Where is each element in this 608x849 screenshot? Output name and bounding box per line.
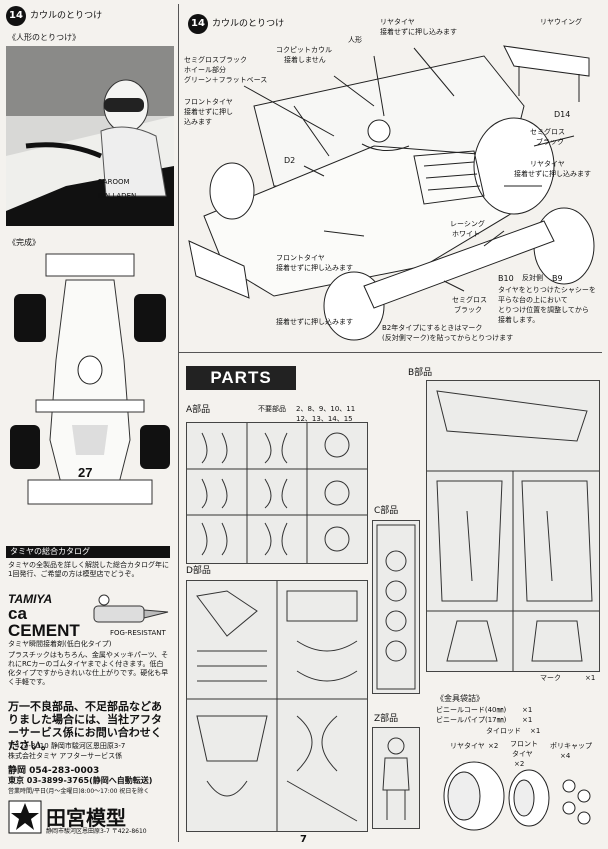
bag-item-2-qty: ×1 <box>530 727 541 735</box>
diagram-label-27: とりつけ位置を調整してから <box>498 306 589 314</box>
diagram-label-31: 接着せずに押し込みます <box>276 318 353 326</box>
step-number-circle: 14 <box>6 6 26 26</box>
d-parts-tree <box>186 580 368 832</box>
column-divider <box>178 4 179 842</box>
rear-tire-qty: ×2 <box>488 742 499 750</box>
diagram-label-30: ブラック <box>454 306 482 314</box>
unused-label: 不要部品 <box>258 405 286 413</box>
fog-resistant: FOG-RESISTANT <box>110 629 166 637</box>
section-divider <box>178 352 602 353</box>
diagram-label-12: D14 <box>554 110 571 119</box>
page-number: 7 <box>300 834 307 845</box>
cement-text: プラスチックはもちろん、金属やメッキパーツ、それにRCカーのゴムタイヤまでよく付… <box>8 651 169 686</box>
diagram-label-29: セミグロス <box>452 296 487 304</box>
catalog-heading: タミヤの総合カタログ <box>6 546 170 558</box>
phone-tokyo: 東京 03-3899-3765(静岡へ自動転送) <box>8 776 153 785</box>
diagram-label-11: リヤウイング <box>540 18 582 26</box>
diagram-label-1: ホイール部分 <box>184 66 226 74</box>
diagram-label-33: (反対側マーク)を貼ってからとりつけます <box>382 334 514 342</box>
service-hours: 営業時間/平日(月〜金曜日)8:00〜17:00 祝日を除く <box>8 788 150 795</box>
diagram-label-24: B9 <box>552 274 563 283</box>
parts-title: PARTS <box>186 366 296 390</box>
tamiya-logo-text: 田宮模型 <box>46 806 126 830</box>
diagram-label-19: ホワイト <box>452 230 480 238</box>
diagram-label-15: リヤタイヤ <box>530 160 565 168</box>
diagram-label-14: ブラック <box>536 138 564 146</box>
a-parts-label: A部品 <box>186 405 211 415</box>
diagram-label-10: 接着せずに押し込みます <box>380 28 457 36</box>
z-parts-tree <box>372 727 420 829</box>
bag-item-0-name: ビニールコード(40㎜) <box>436 706 507 714</box>
cement-bottle-icon <box>92 592 170 630</box>
diagram-label-28: 接着します。 <box>498 316 540 324</box>
figure-caption: 《人形のとりつけ》 <box>8 33 81 42</box>
c-parts-label: C部品 <box>374 506 399 516</box>
mark-count: ×1 <box>585 674 596 682</box>
complete-caption: 《完成》 <box>8 238 40 247</box>
cement-product: ca CEMENT <box>8 604 80 640</box>
diagram-label-20: フロントタイヤ <box>276 254 325 262</box>
address-small: 静岡市駿河区恩田原3-7 〒422-8610 <box>46 828 147 835</box>
bag-item-1-name: ビニールパイプ(17㎜) <box>436 716 507 724</box>
figure-photo: BAROOM BIN LADEN <box>6 46 174 226</box>
polycap-label: ポリキャップ <box>550 742 592 750</box>
catalog-text: タミヤの全製品を詳しく解説した総合カタログ年に1回発行、ご希望の方は模型店でどう… <box>8 561 169 578</box>
diagram-label-0: セミグロスブラック <box>184 56 247 64</box>
diagram-label-7: 接着しません <box>284 56 326 64</box>
diagram-label-6: コクピットカウル <box>276 46 332 54</box>
front-tire-label: フロント <box>510 740 538 748</box>
photo-text-1: BAROOM <box>98 178 130 186</box>
tamiya-star-logo <box>8 800 42 834</box>
polycap-qty: ×4 <box>560 752 571 760</box>
diagram-label-22: B10 <box>498 274 514 283</box>
service-postal: 〒422-8610 静岡市駿河区恩田原3-7 <box>8 742 126 750</box>
unused-numbers-2: 12、13、14、15 <box>296 415 353 423</box>
diagram-label-13: セミグロス <box>530 128 565 136</box>
diagram-label-2: グリーン＋フラットベース <box>184 76 268 84</box>
diagram-label-23: 反対側 <box>522 274 543 282</box>
tamiya-brand: TAMIYA <box>8 592 53 606</box>
phone-shizuoka: 静岡 054-283-0003 <box>8 766 100 776</box>
diagram-step-circle: 14 <box>188 14 208 34</box>
service-notice: 万一不良部品、不足部品などありました場合には、当社アフターサービス係にお問い合わ… <box>8 700 162 752</box>
bag-item-0-qty: ×1 <box>522 706 533 714</box>
diagram-label-26: 平らな台の上において <box>498 296 568 304</box>
car-number: 27 <box>78 465 93 480</box>
bag-item-1-qty: ×1 <box>522 716 533 724</box>
diagram-label-4: 接着せずに押し <box>184 108 233 116</box>
b-parts-tree <box>426 380 600 672</box>
bag-item-2-name: タイロッド <box>486 727 521 735</box>
diagram-label-8: 人形 <box>348 36 362 44</box>
cement-title: タミヤ瞬間接着剤(低白化タイプ) <box>8 640 112 648</box>
rear-tire-label: リヤタイヤ <box>450 742 485 750</box>
metal-bag-title: 《金具袋詰》 <box>436 694 484 703</box>
service-company: 株式会社タミヤ アフターサービス係 <box>8 752 123 760</box>
car-assembly-diagram: セミグロスブラック ホイール部分 グリーン＋フラットベース フロントタイヤ 接着… <box>184 18 602 346</box>
diagram-label-9: リヤタイヤ <box>380 18 415 26</box>
diagram-label-18: レーシング <box>450 220 485 228</box>
b-parts-label: B部品 <box>408 368 433 378</box>
diagram-label-25: タイヤをとりつけたシャシーを <box>498 286 596 294</box>
c-parts-tree <box>372 520 420 694</box>
unused-numbers: 2、8、9、10、11 <box>296 405 356 413</box>
front-tire-label-2: タイヤ <box>512 750 533 758</box>
diagram-label-16: 接着せずに押し込みます <box>514 170 591 178</box>
completed-car-photo: 27 <box>6 250 174 535</box>
diagram-label-32: B2年タイプにするときはマーク <box>382 324 483 332</box>
mark-label: マーク <box>540 674 561 682</box>
diagram-label-5: 込みます <box>184 118 212 126</box>
tires-illustration <box>434 756 600 834</box>
diagram-label-21: 接着せずに押し込みます <box>276 264 353 272</box>
front-tire-qty: ×2 <box>514 760 525 768</box>
diagram-label-3: フロントタイヤ <box>184 98 233 106</box>
photo-text-2: BIN LADEN <box>98 192 137 200</box>
diagram-step-title: カウルのとりつけ <box>212 19 285 29</box>
diagram-label-17: D2 <box>284 156 296 165</box>
d-parts-label: D部品 <box>186 566 211 576</box>
a-parts-tree <box>186 422 368 564</box>
step-title: カウルのとりつけ <box>30 11 103 21</box>
z-parts-label: Z部品 <box>374 714 399 724</box>
